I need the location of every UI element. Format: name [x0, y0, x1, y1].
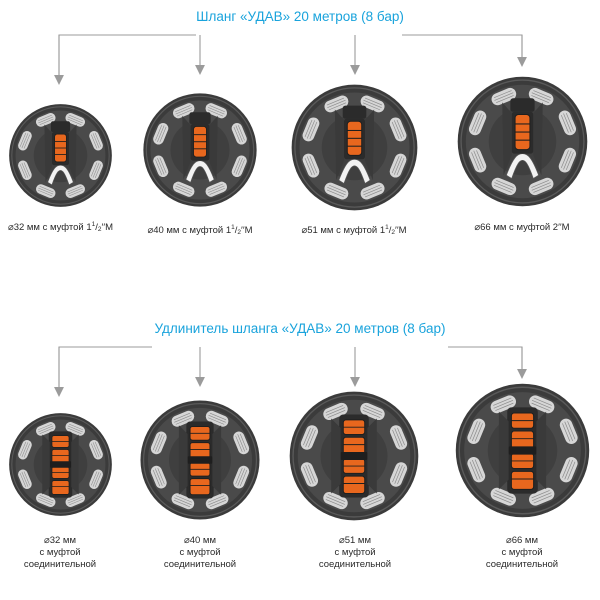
- extension-reel-66: [453, 381, 592, 520]
- hose-reel-with-coupling-icon: [143, 93, 257, 207]
- extension-bracket-line: [448, 346, 523, 374]
- hose-caption-51: ⌀51 мм с муфтой 11/2′′M: [301, 224, 407, 236]
- hose-caption-66: ⌀66 мм с муфтой 2′′M: [474, 222, 570, 233]
- hose-section-title: Шланг «УДАВ» 20 метров (8 бар): [196, 9, 404, 24]
- hose-bracket-line: [402, 34, 523, 62]
- hose-caption-32: ⌀32 мм с муфтой 11/2′′M: [7, 221, 114, 233]
- extension-reel-32: [7, 411, 114, 518]
- extension-bracket-line: [58, 346, 152, 392]
- hose-reel-32: [7, 102, 114, 209]
- extension-caption-66: ⌀66 мм с муфтой соединительной: [485, 535, 559, 570]
- extension-reel-51: [287, 389, 421, 523]
- hose-reel-40: [141, 91, 259, 209]
- hose-reel-extension-icon: [9, 413, 112, 516]
- hose-caption-40: ⌀40 мм с муфтой 11/2′′M: [147, 224, 253, 236]
- hose-reel-66: [455, 74, 590, 209]
- extension-reel-40: [138, 398, 262, 522]
- extension-caption-32: ⌀32 мм с муфтой соединительной: [23, 535, 97, 570]
- hose-reel-extension-icon: [455, 383, 590, 518]
- extension-section-title: Удлинитель шланга «УДАВ» 20 метров (8 ба…: [154, 321, 446, 336]
- hose-bracket-line: [58, 34, 196, 80]
- hose-reel-extension-icon: [140, 400, 260, 520]
- hose-reel-with-coupling-icon: [9, 104, 112, 207]
- hose-reel-extension-icon: [289, 391, 419, 521]
- extension-caption-40: ⌀40 мм с муфтой соединительной: [163, 535, 237, 570]
- hose-reel-51: [289, 82, 420, 213]
- hose-reel-with-coupling-icon: [291, 84, 418, 211]
- hose-reel-with-coupling-icon: [457, 76, 588, 207]
- extension-caption-51: ⌀51 мм с муфтой соединительной: [318, 535, 392, 570]
